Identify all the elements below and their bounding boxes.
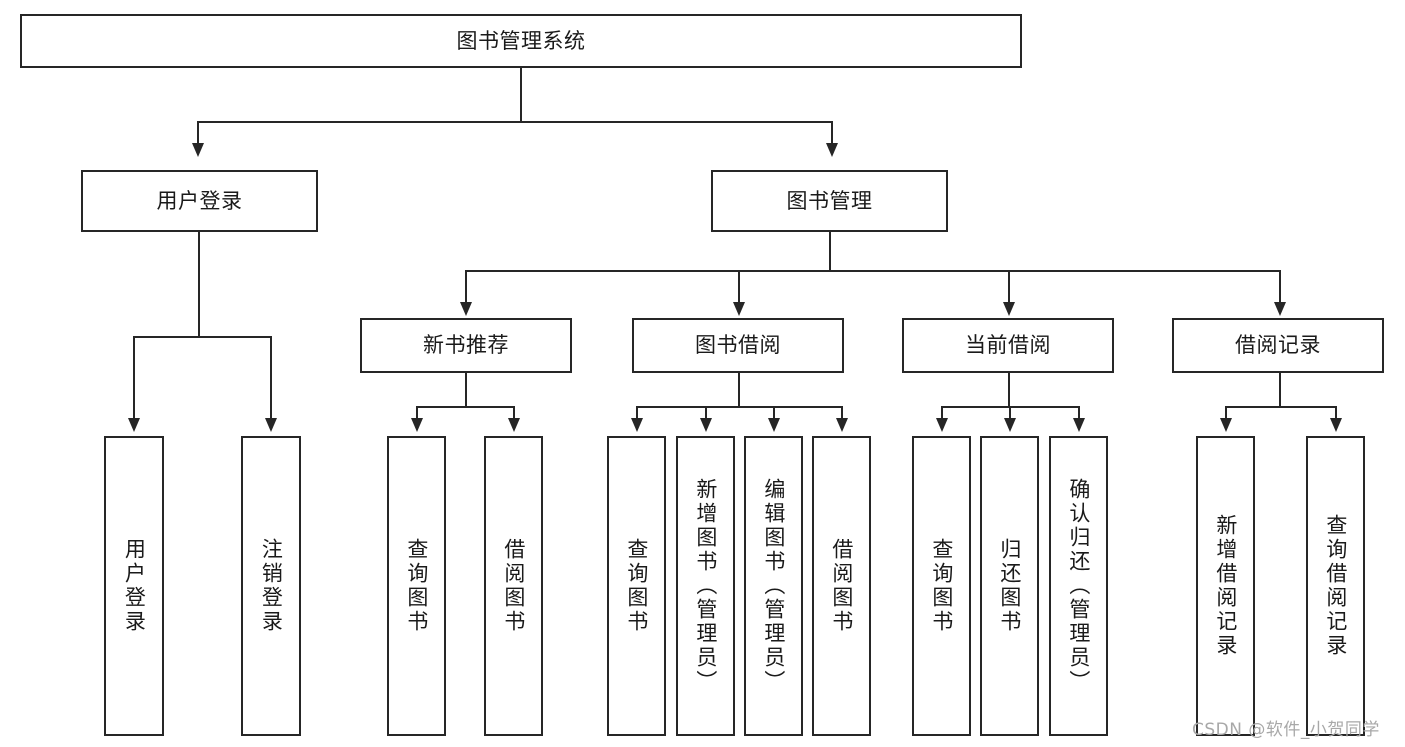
leaf-return-book-label: 归还图书 [997,538,1022,634]
arrowhead-leaf-return-book [1004,418,1016,432]
connector-br-stem [1279,373,1281,408]
leaf-query-book-3[interactable]: 查询图书 [912,436,971,736]
connector-cb-branch-1 [941,406,943,420]
leaf-user-logout-label: 注销登录 [259,538,284,634]
arrowhead-leaf-user-logout [265,418,277,432]
leaf-confirm-return-admin[interactable]: 确认归还（管理员） [1049,436,1108,736]
leaf-edit-book-admin-label: 编辑图书（管理员） [761,478,786,694]
node-new-book-rec-label: 新书推荐 [423,333,509,358]
arrowhead-leaf-confirm-return-admin [1073,418,1085,432]
leaf-query-record-label: 查询借阅记录 [1323,514,1348,658]
arrowhead-new-book-rec [460,302,472,316]
connector-book-manage-bus [465,270,1281,272]
connector-nbr-stem [465,373,467,408]
arrowhead-leaf-query-book-1 [411,418,423,432]
leaf-add-book-admin-label: 新增图书（管理员） [693,478,718,694]
leaf-query-book-1-label: 查询图书 [404,538,429,634]
leaf-borrow-book-2-label: 借阅图书 [829,538,854,634]
connector-br-branch-1 [1225,406,1227,420]
node-book-manage[interactable]: 图书管理 [711,170,948,232]
connector-nbr-branch-1 [416,406,418,420]
connector-bb-branch-1 [636,406,638,420]
leaf-query-record[interactable]: 查询借阅记录 [1306,436,1365,736]
leaf-user-login[interactable]: 用户登录 [104,436,164,736]
arrowhead-leaf-borrow-book-1 [508,418,520,432]
arrowhead-leaf-edit-book-admin [768,418,780,432]
leaf-return-book[interactable]: 归还图书 [980,436,1039,736]
leaf-query-book-2-label: 查询图书 [624,538,649,634]
connector-nbr-bus [416,406,515,408]
leaf-add-record[interactable]: 新增借阅记录 [1196,436,1255,736]
leaf-user-login-label: 用户登录 [122,538,147,634]
connector-bb-branch-3 [773,406,775,420]
connector-bm-branch-2 [738,270,740,304]
leaf-confirm-return-admin-label: 确认归还（管理员） [1066,478,1091,694]
connector-bb-branch-2 [705,406,707,420]
node-borrow-record[interactable]: 借阅记录 [1172,318,1384,373]
node-user-login[interactable]: 用户登录 [81,170,318,232]
connector-root-bus [197,121,833,123]
node-new-book-rec[interactable]: 新书推荐 [360,318,572,373]
leaf-borrow-book-1[interactable]: 借阅图书 [484,436,543,736]
arrowhead-leaf-add-record [1220,418,1232,432]
arrowhead-leaf-query-record [1330,418,1342,432]
arrowhead-current-borrow [1003,302,1015,316]
connector-root-stem [520,68,522,122]
node-root-label: 图书管理系统 [456,28,586,53]
connector-user-login-branch-1 [133,336,135,420]
leaf-borrow-book-2[interactable]: 借阅图书 [812,436,871,736]
connector-user-login-stem [198,232,200,337]
arrowhead-root-to-book-manage [826,143,838,157]
connector-cb-branch-3 [1078,406,1080,420]
leaf-edit-book-admin[interactable]: 编辑图书（管理员） [744,436,803,736]
leaf-borrow-book-1-label: 借阅图书 [501,538,526,634]
node-book-borrow[interactable]: 图书借阅 [632,318,844,373]
connector-nbr-branch-2 [513,406,515,420]
arrowhead-leaf-add-book-admin [700,418,712,432]
node-book-manage-label: 图书管理 [786,188,873,213]
csdn-watermark: CSDN @软件_小贺同学 [1192,720,1380,740]
arrowhead-leaf-query-book-3 [936,418,948,432]
arrowhead-book-borrow [733,302,745,316]
arrowhead-leaf-user-login [128,418,140,432]
connector-bm-branch-3 [1008,270,1010,304]
connector-user-login-branch-2 [270,336,272,420]
connector-bb-bus [636,406,843,408]
connector-bb-stem [738,373,740,408]
connector-br-bus [1225,406,1337,408]
arrowhead-borrow-record [1274,302,1286,316]
connector-cb-branch-2 [1009,406,1011,420]
connector-root-to-book-manage [831,121,833,145]
leaf-user-logout[interactable]: 注销登录 [241,436,301,736]
connector-cb-stem [1008,373,1010,408]
arrowhead-leaf-borrow-book-2 [836,418,848,432]
connector-book-manage-stem [829,232,831,272]
connector-bm-branch-4 [1279,270,1281,304]
node-borrow-record-label: 借阅记录 [1235,333,1321,358]
leaf-add-book-admin[interactable]: 新增图书（管理员） [676,436,735,736]
leaf-query-book-2[interactable]: 查询图书 [607,436,666,736]
arrowhead-root-to-user-login [192,143,204,157]
arrowhead-leaf-query-book-2 [631,418,643,432]
leaf-add-record-label: 新增借阅记录 [1213,514,1238,658]
leaf-query-book-1[interactable]: 查询图书 [387,436,446,736]
node-current-borrow[interactable]: 当前借阅 [902,318,1114,373]
connector-br-branch-2 [1335,406,1337,420]
node-current-borrow-label: 当前借阅 [965,333,1051,358]
connector-bm-branch-1 [465,270,467,304]
node-user-login-label: 用户登录 [156,188,243,213]
node-book-borrow-label: 图书借阅 [695,333,781,358]
leaf-query-book-3-label: 查询图书 [929,538,954,634]
node-root[interactable]: 图书管理系统 [20,14,1022,68]
connector-bb-branch-4 [841,406,843,420]
connector-user-login-bus [133,336,272,338]
connector-root-to-user-login [197,121,199,145]
